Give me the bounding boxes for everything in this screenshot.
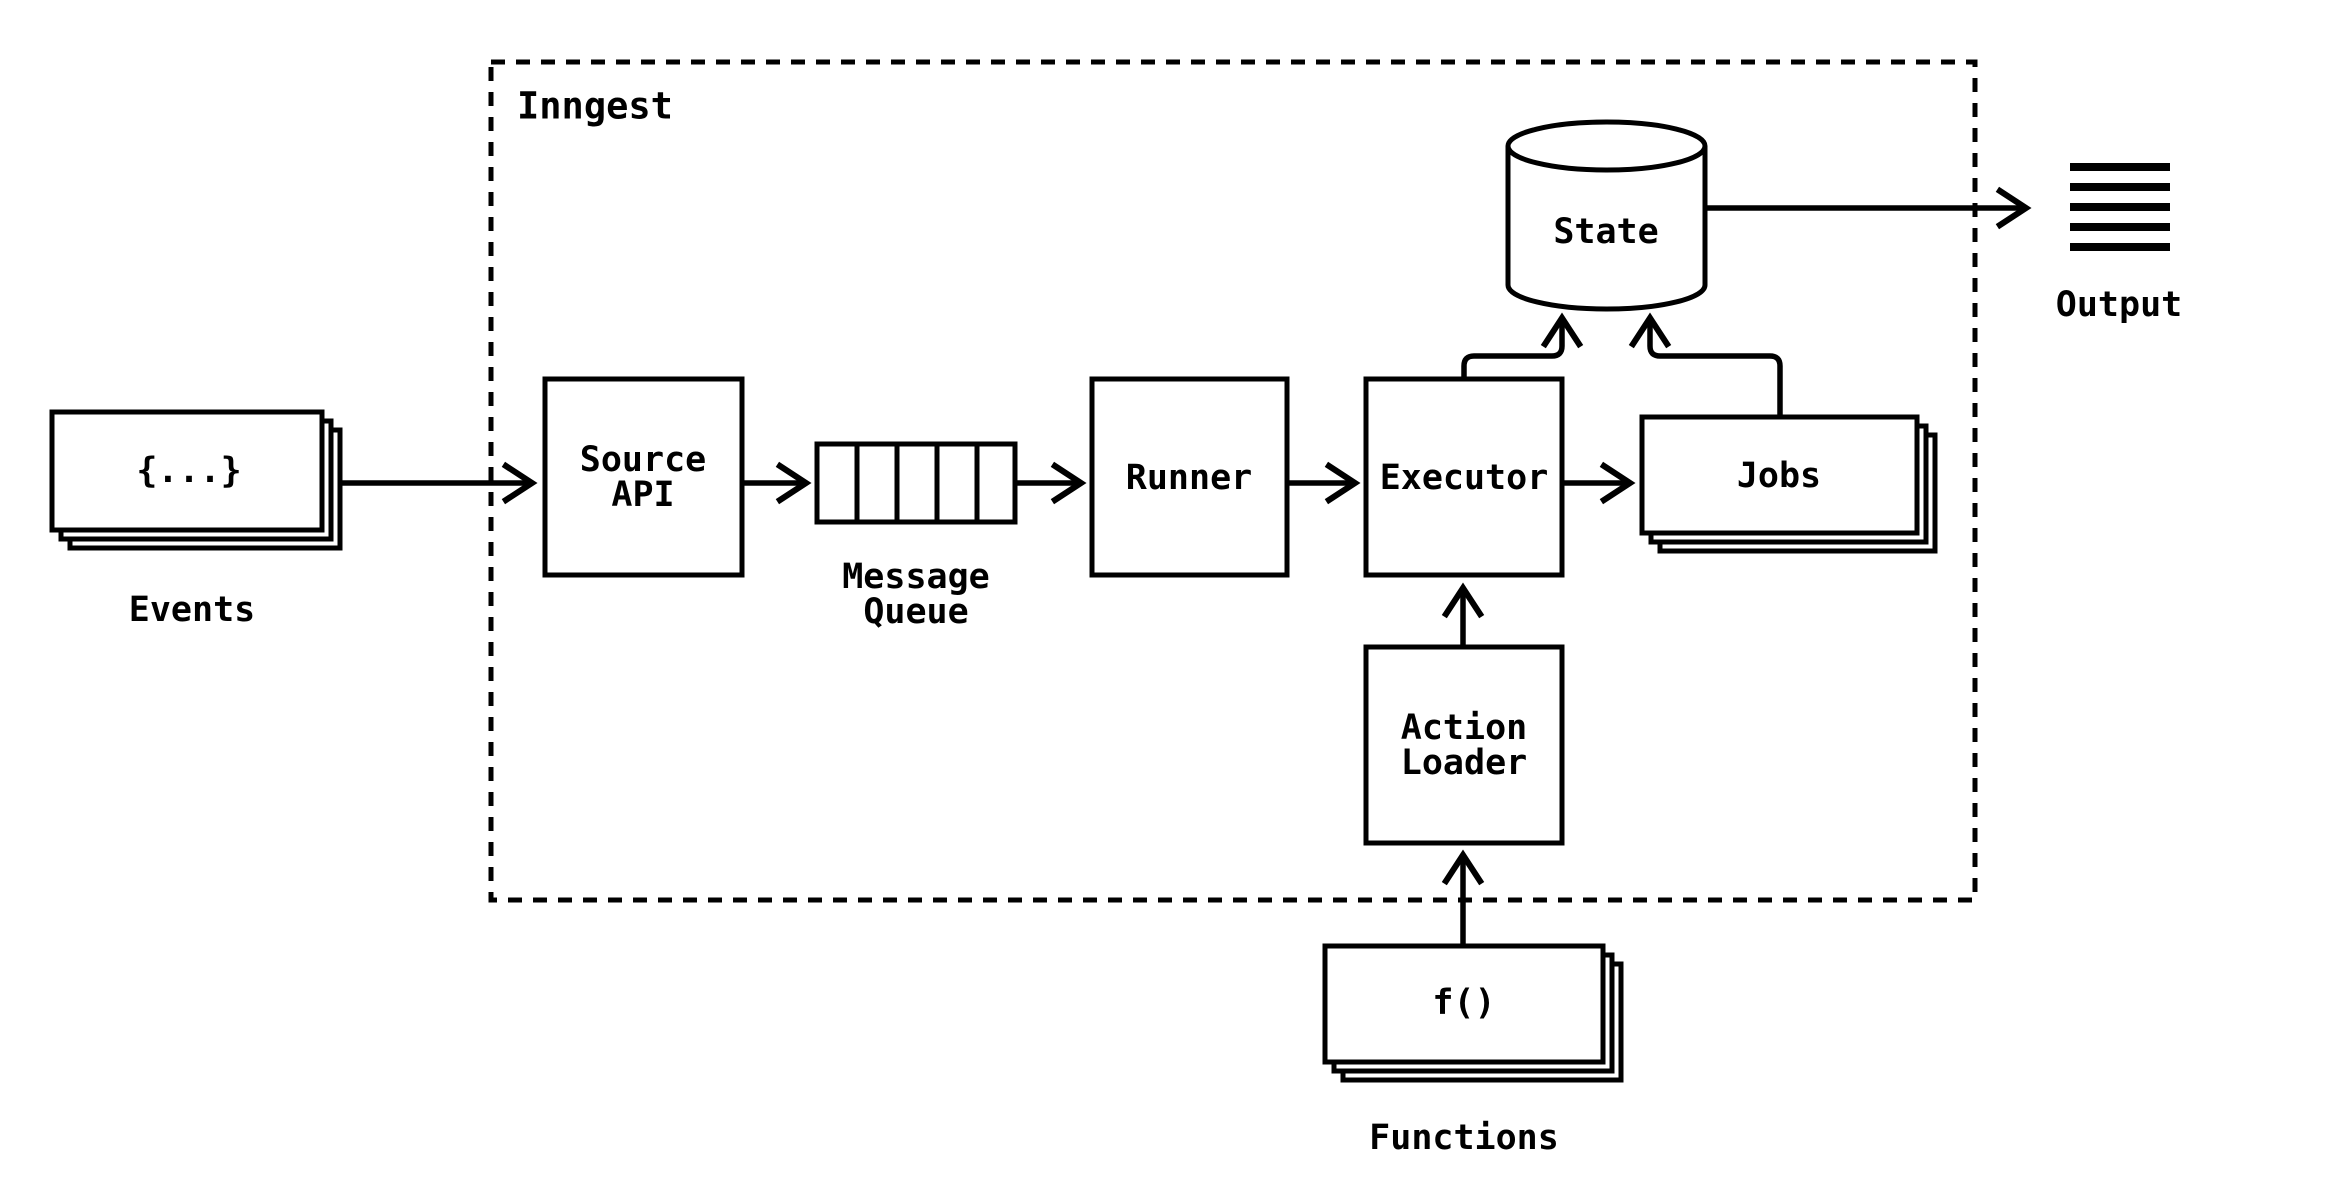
functions-box-text: f(): [1432, 983, 1495, 1023]
executor-node: Executor: [1363, 376, 1565, 578]
message-queue-caption-line2: Queue: [863, 592, 968, 632]
output-caption: Output: [2056, 285, 2182, 325]
action-loader-node: Action Loader: [1363, 644, 1565, 846]
message-queue-caption-line1: Message: [842, 557, 990, 597]
events-caption: Events: [129, 590, 255, 630]
source-api-node: Source API: [542, 376, 745, 578]
functions-node: f() Functions: [1322, 943, 1624, 1158]
events-node: {...} Events: [49, 409, 343, 630]
state-cylinder-top-icon: [1505, 119, 1708, 173]
jobs-label: Jobs: [1737, 456, 1821, 496]
functions-caption: Functions: [1369, 1118, 1559, 1158]
jobs-stack-front: [1639, 414, 1920, 536]
inngest-boundary-label: Inngest: [517, 85, 673, 128]
executor-box: [1363, 376, 1565, 578]
state-node: State: [1505, 119, 1708, 312]
state-label: State: [1553, 212, 1658, 252]
source-api-label-line1: Source: [580, 440, 706, 480]
state-cylinder-icon: [1505, 146, 1708, 312]
output-node: Output: [2056, 163, 2182, 325]
source-api-label-line2: API: [611, 475, 674, 515]
edge-executor-to-state: [1461, 312, 1584, 379]
source-api-box: [542, 376, 745, 578]
message-queue-node: Message Queue: [814, 441, 1018, 632]
action-loader-label-line1: Action: [1401, 708, 1527, 748]
runner-node: Runner: [1089, 376, 1290, 578]
events-stack-front: [49, 409, 325, 533]
action-loader-box: [1363, 644, 1565, 846]
message-queue-icon: [814, 441, 1018, 525]
output-lines-icon: [2070, 163, 2170, 251]
events-box-text: {...}: [136, 451, 241, 491]
executor-label: Executor: [1380, 458, 1549, 498]
runner-box: [1089, 376, 1290, 578]
jobs-node: Jobs: [1639, 414, 1938, 554]
runner-label: Runner: [1126, 458, 1252, 498]
functions-stack-front: [1322, 943, 1606, 1065]
edge-jobs-to-state: [1628, 312, 1783, 417]
action-loader-label-line2: Loader: [1401, 743, 1527, 783]
